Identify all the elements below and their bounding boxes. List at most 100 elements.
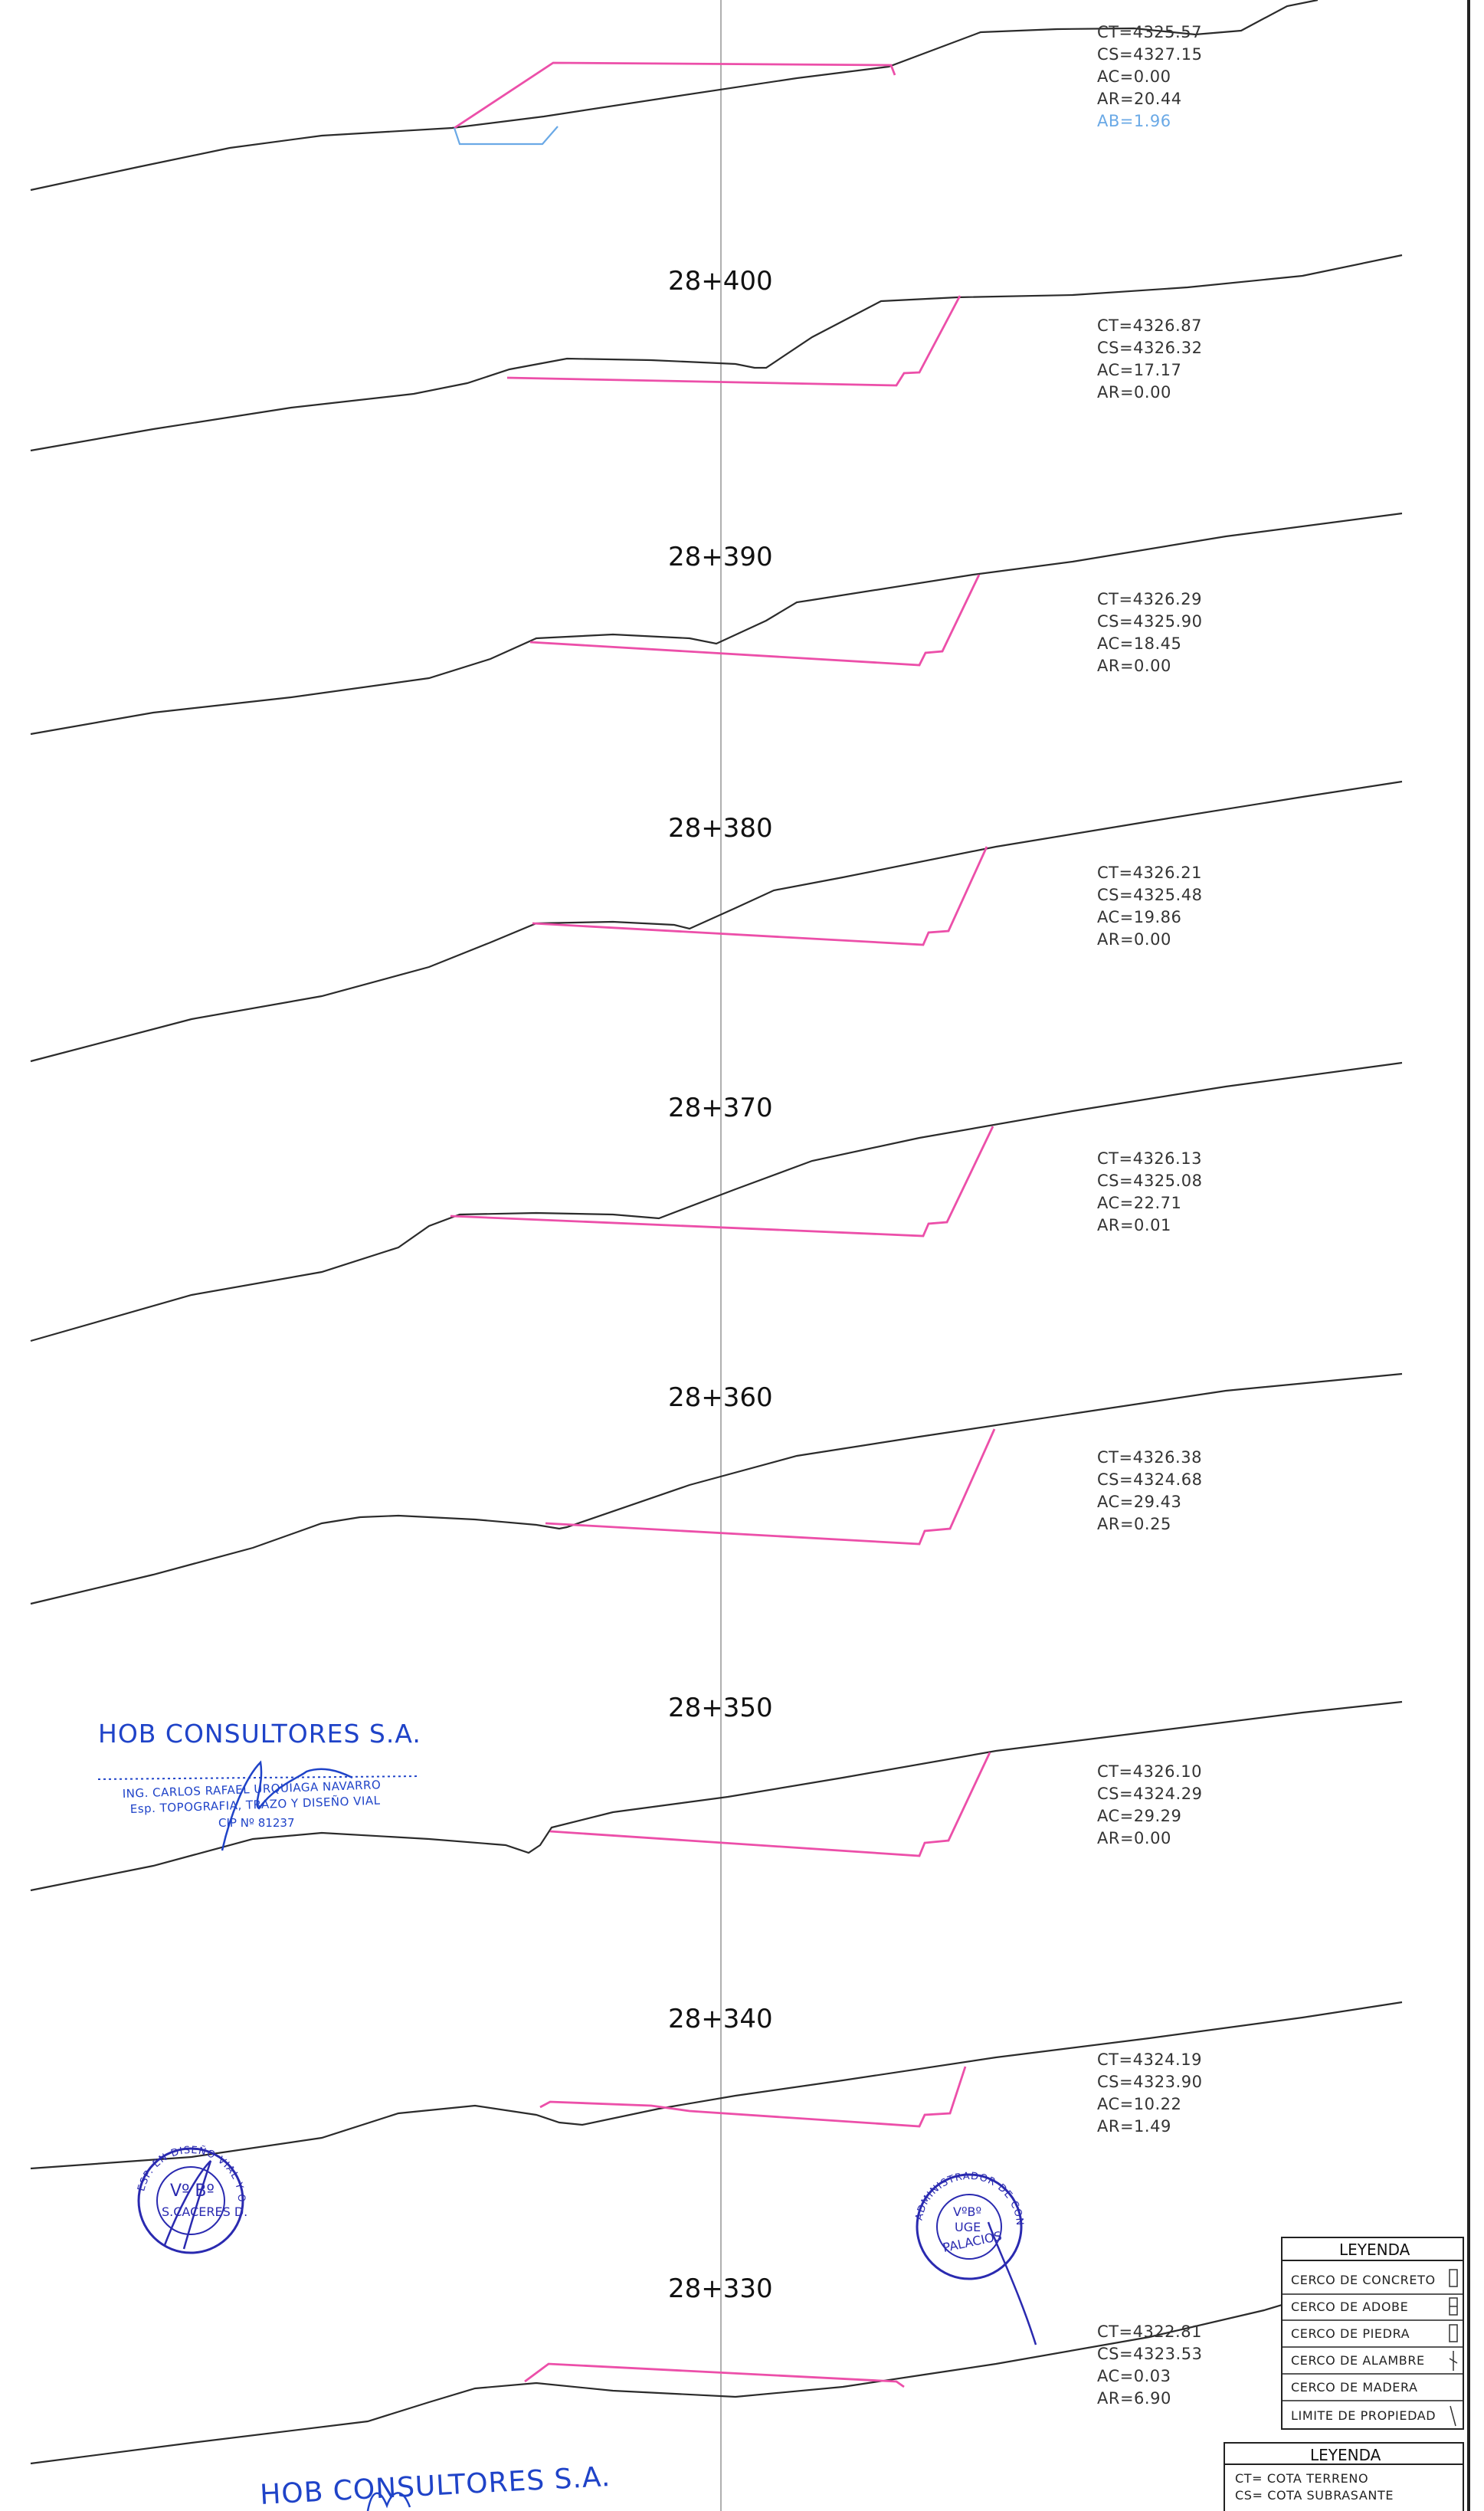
ar-label: AR=6.90: [1097, 2389, 1171, 2408]
cs-label: CS=4325.08: [1097, 1172, 1202, 1190]
section-data-labels: CT=4325.57 CS=4327.15 AC=0.00 AR=20.44 A…: [1097, 23, 1202, 130]
ct-label: CT=4326.38: [1097, 1448, 1202, 1467]
station-label: 28+330: [668, 2273, 773, 2304]
seal-outer-ring: [916, 2173, 1023, 2280]
ac-label: AC=0.00: [1097, 67, 1171, 86]
ct-label: CT=4324.19: [1097, 2050, 1202, 2069]
ac-label: AC=19.86: [1097, 908, 1181, 926]
cs-label: CS=4325.90: [1097, 612, 1202, 631]
section-data-labels: CT=4326.10 CS=4324.29 AC=29.29 AR=0.00: [1097, 1762, 1202, 1847]
section-data-labels: CT=4326.87 CS=4326.32 AC=17.17 AR=0.00: [1097, 316, 1202, 402]
seal-ring-text-path: ADMINISTRADOR DE CONTRATOS: [0, 0, 1024, 2227]
section-28-380: 28+380 CT=4326.21 CS=4325.48 AC=19.86 AR…: [30, 780, 1403, 1063]
legend-frame: [1224, 2442, 1464, 2511]
fill-area-outline: [453, 126, 559, 146]
section-28-340: 28+340 CT=4324.19 CS=4323.90 AC=10.22 AR…: [30, 2001, 1403, 2170]
terrain-profile: [30, 512, 1403, 736]
terrain-profile: [30, 2297, 1303, 2465]
terrain-profile: [30, 2001, 1403, 2170]
legend-frame: [1281, 2237, 1464, 2430]
design-line: [539, 2066, 967, 2128]
terrain-profile: [30, 254, 1403, 452]
legend-row: CERCO DE ALAMBRE: [1291, 2351, 1458, 2371]
design-line: [450, 1126, 994, 1237]
wire-fence-symbol-cross: [1449, 2358, 1458, 2364]
signature-mark: [221, 1760, 353, 1851]
design-line: [506, 295, 961, 387]
legend-row: CERCO DE ADOBE: [1291, 2297, 1458, 2316]
ar-label: AR=0.00: [1097, 1829, 1171, 1847]
property-limit-symbol: [1450, 2405, 1456, 2427]
ac-label: AC=0.03: [1097, 2367, 1171, 2385]
ac-label: AC=10.22: [1097, 2095, 1181, 2113]
section-partial-top: CT=4325.57 CS=4327.15 AC=0.00 AR=20.44 A…: [30, 0, 1319, 192]
concrete-fence-symbol: [1449, 2269, 1458, 2287]
engineer-cip: CIP Nº 81237: [218, 1816, 295, 1830]
ct-label: CT=4325.57: [1097, 23, 1202, 41]
ar-label: AR=20.44: [1097, 90, 1182, 108]
legend-code-cs: CS= COTA SUBRASANTE: [1235, 2488, 1394, 2503]
company-stamp-bottom: HOB CONSULTORES S.A.: [259, 2461, 611, 2511]
seal-inner-ring: [936, 2194, 1002, 2260]
ac-label: AC=29.29: [1097, 1807, 1181, 1825]
legend-row: CERCO DE MADERA: [1291, 2380, 1418, 2395]
signature-dotted-line: [97, 1775, 421, 1780]
ct-label: CT=4326.10: [1097, 1762, 1202, 1781]
company-name: HOB CONSULTORES S.A.: [259, 2461, 611, 2511]
seal-left: ESP. EN DISEÑO VIAL Y OBRAS Vº Bº S.CACE…: [0, 0, 247, 2254]
ar-label: AR=0.01: [1097, 1216, 1171, 1234]
design-line: [454, 61, 896, 129]
legend-row: CERCO DE CONCRETO: [1291, 2269, 1458, 2287]
stone-fence-symbol: [1449, 2324, 1458, 2342]
terrain-profile: [30, 1061, 1403, 1342]
seal-line-1: VºBº: [953, 2205, 981, 2219]
cs-label: CS=4327.15: [1097, 45, 1202, 64]
legend-item-wire: CERCO DE ALAMBRE: [1291, 2353, 1425, 2368]
cs-label: CS=4325.48: [1097, 886, 1202, 904]
design-line: [532, 846, 988, 946]
section-28-370: 28+370 CT=4326.13 CS=4325.08 AC=22.71 AR…: [30, 1061, 1403, 1342]
section-28-330: 28+330 CT=4322.81 CS=4323.53 AC=0.03 AR=…: [30, 2273, 1303, 2465]
seal-ring-text: ADMINISTRADOR DE CONTRATOS: [0, 0, 1024, 2227]
seal-name: S.CACERES D.: [162, 2205, 247, 2219]
seal-signature-mark: [987, 2221, 1037, 2345]
cs-label: CS=4324.29: [1097, 1785, 1202, 1803]
signature-mark: [366, 2492, 411, 2511]
legend-fences: LEYENDA CERCO DE CONCRETO CERCO DE ADOBE…: [1281, 2237, 1464, 2430]
seal-right: ADMINISTRADOR DE CONTRATOS VºBº UGE PALA…: [0, 0, 1037, 2345]
company-name: HOB CONSULTORES S.A.: [98, 1719, 421, 1749]
section-data-labels: CT=4326.29 CS=4325.90 AC=18.45 AR=0.00: [1097, 590, 1202, 675]
design-line: [529, 574, 981, 667]
terrain-profile: [30, 0, 1319, 192]
station-label: 28+380: [668, 813, 773, 844]
terrain-profile: [30, 1700, 1403, 1892]
legend-title: LEYENDA: [1310, 2446, 1381, 2464]
section-28-390: 28+390 CT=4326.29 CS=4325.90 AC=18.45 AR…: [30, 512, 1403, 736]
legend-item-wood: CERCO DE MADERA: [1291, 2380, 1418, 2395]
design-line: [545, 1428, 996, 1546]
ac-label: AC=17.17: [1097, 361, 1181, 379]
seal-vobo: Vº Bº: [170, 2182, 215, 2201]
ac-label: AC=22.71: [1097, 1194, 1181, 1212]
company-stamp: HOB CONSULTORES S.A. ING. CARLOS RAFAEL …: [97, 1719, 421, 1851]
section-data-labels: CT=4326.13 CS=4325.08 AC=22.71 AR=0.01: [1097, 1149, 1202, 1234]
section-data-labels: CT=4322.81 CS=4323.53 AC=0.03 AR=6.90: [1097, 2323, 1202, 2408]
station-label: 28+400: [668, 266, 773, 297]
section-28-360: 28+360 CT=4326.38 CS=4324.68 AC=29.43 AR…: [30, 1372, 1403, 1605]
seal-outer-ring: [137, 2147, 244, 2254]
ct-label: CT=4326.87: [1097, 316, 1202, 335]
ar-label: AR=0.00: [1097, 383, 1171, 402]
design-line: [524, 2362, 905, 2388]
design-line: [549, 1752, 991, 1857]
legend-title: LEYENDA: [1339, 2241, 1410, 2259]
station-label: 28+340: [668, 2004, 773, 2034]
legend-codes: LEYENDA CT= COTA TERRENO CS= COTA SUBRAS…: [1224, 2442, 1464, 2511]
ct-label: CT=4322.81: [1097, 2323, 1202, 2341]
ab-label: AB=1.96: [1097, 112, 1171, 130]
station-label: 28+360: [668, 1382, 773, 1413]
terrain-profile: [30, 780, 1403, 1063]
cs-label: CS=4323.90: [1097, 2073, 1202, 2091]
ac-label: AC=29.43: [1097, 1493, 1181, 1511]
section-data-labels: CT=4326.21 CS=4325.48 AC=19.86 AR=0.00: [1097, 864, 1202, 949]
